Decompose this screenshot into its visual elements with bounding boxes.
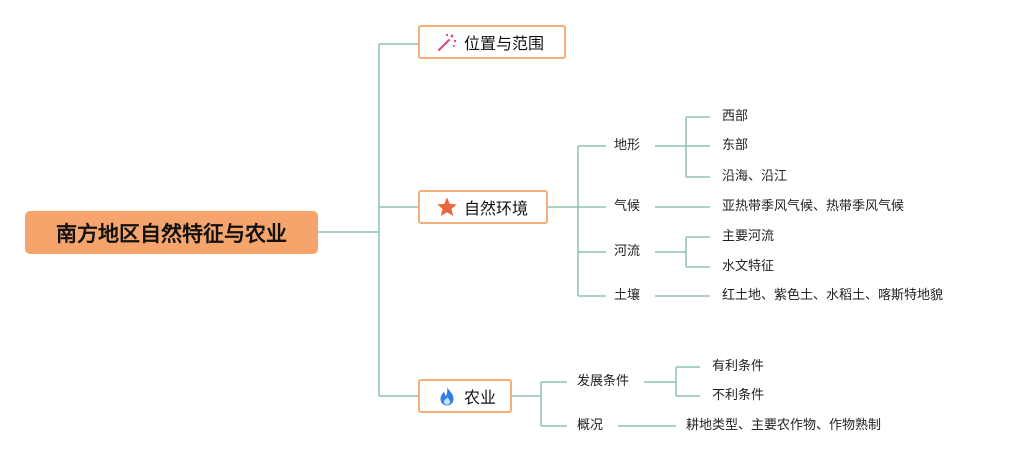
leaf-overview-details[interactable]: 耕地类型、主要农作物、作物熟制 <box>686 418 882 433</box>
subtopic-rivers[interactable]: 河流 <box>614 244 641 259</box>
branch-location[interactable]: 位置与范围 <box>418 25 566 59</box>
leaf-soil-types[interactable]: 红土地、紫色土、水稻土、喀斯特地貌 <box>722 288 944 303</box>
subtopic-terrain[interactable]: 地形 <box>614 138 641 153</box>
leaf-terrain-west[interactable]: 西部 <box>722 109 749 124</box>
branch-environment-label: 自然环境 <box>464 199 529 218</box>
branch-agriculture-label: 农业 <box>464 388 497 407</box>
star-icon <box>436 196 458 218</box>
fire-icon <box>436 385 458 407</box>
subtopic-soil[interactable]: 土壤 <box>614 288 641 303</box>
subtopic-climate[interactable]: 气候 <box>614 199 641 214</box>
branch-environment[interactable]: 自然环境 <box>418 190 548 224</box>
subtopic-overview[interactable]: 概况 <box>577 418 604 433</box>
branch-location-label: 位置与范围 <box>464 34 545 53</box>
leaf-unfavorable-conditions[interactable]: 不利条件 <box>712 388 765 403</box>
branch-agriculture[interactable]: 农业 <box>418 379 512 413</box>
leaf-favorable-conditions[interactable]: 有利条件 <box>712 359 765 374</box>
subtopic-conditions[interactable]: 发展条件 <box>577 374 630 389</box>
magic-wand-icon <box>436 31 458 53</box>
leaf-terrain-east[interactable]: 东部 <box>722 138 749 153</box>
leaf-river-hydrology[interactable]: 水文特征 <box>722 259 775 274</box>
root-topic[interactable]: 南方地区自然特征与农业 <box>25 211 318 254</box>
root-topic-label: 南方地区自然特征与农业 <box>56 221 287 246</box>
leaf-river-main[interactable]: 主要河流 <box>722 229 775 244</box>
leaf-terrain-coast[interactable]: 沿海、沿江 <box>722 169 788 184</box>
leaf-climate-types[interactable]: 亚热带季风气候、热带季风气候 <box>722 199 905 214</box>
